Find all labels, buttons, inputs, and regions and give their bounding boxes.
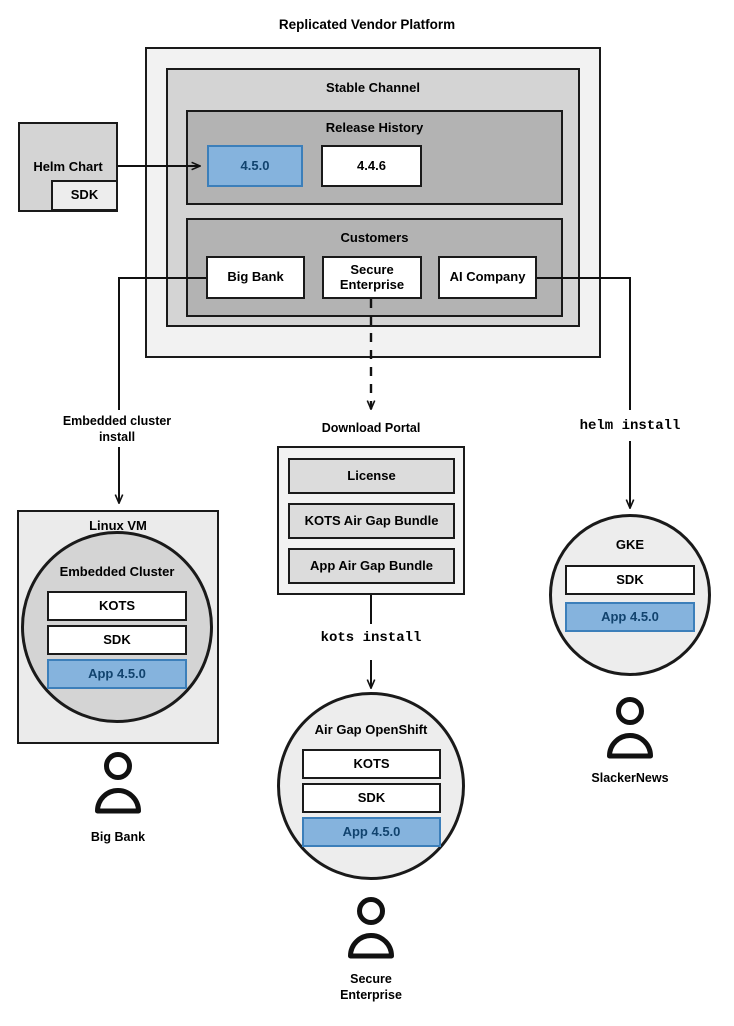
embedded-cluster-title: Embedded Cluster	[59, 564, 175, 579]
linux-vm-title: Linux VM	[89, 518, 147, 533]
gke-component-app[interactable]: App 4.5.0	[565, 602, 695, 632]
customer-box-secure-enterprise[interactable]: Secure Enterprise	[322, 256, 422, 299]
embedded-cluster-component-sdk[interactable]: SDK	[47, 625, 187, 655]
download-portal-item-license[interactable]: License	[288, 458, 455, 494]
actor-label-line2: Enterprise	[340, 987, 402, 1002]
helm-chart-sdk-box[interactable]: SDK	[51, 180, 118, 211]
customer-label-line1: Secure	[350, 261, 394, 277]
flow-label-line1: Embedded cluster	[62, 414, 172, 428]
release-box-4-4-6[interactable]: 4.4.6	[321, 145, 422, 187]
customer-box-ai-company[interactable]: AI Company	[438, 256, 537, 299]
gke-component-sdk[interactable]: SDK	[565, 565, 695, 595]
release-box-4-5-0[interactable]: 4.5.0	[207, 145, 303, 187]
airgap-openshift-title: Air Gap OpenShift	[314, 722, 428, 737]
airgap-component-app[interactable]: App 4.5.0	[302, 817, 441, 847]
flow-label-embedded-cluster-install: Embedded cluster install	[27, 414, 207, 445]
release-history-title: Release History	[325, 120, 424, 135]
airgap-component-sdk[interactable]: SDK	[302, 783, 441, 813]
download-portal-item-app-air-gap-bundle[interactable]: App Air Gap Bundle	[288, 548, 455, 584]
flow-label-line2: install	[98, 429, 136, 444]
person-icon	[92, 752, 144, 814]
embedded-cluster-component-kots[interactable]: KOTS	[47, 591, 187, 621]
actor-label-slackernews: SlackerNews	[591, 771, 669, 785]
actor-label-line1: Secure	[350, 972, 392, 986]
customers-title: Customers	[340, 230, 409, 245]
flow-label-kots-install: kots install	[320, 630, 422, 646]
page-title: Replicated Vendor Platform	[278, 17, 456, 32]
embedded-cluster-component-app[interactable]: App 4.5.0	[47, 659, 187, 689]
flow-label-helm-install: helm install	[579, 418, 681, 434]
person-icon	[604, 697, 656, 759]
airgap-component-kots[interactable]: KOTS	[302, 749, 441, 779]
gke-title: GKE	[615, 537, 645, 552]
stable-channel-title: Stable Channel	[326, 80, 420, 95]
actor-label-secure-enterprise: Secure Enterprise	[281, 972, 461, 1003]
customer-label-line2: Enterprise	[339, 276, 405, 292]
gke-circle	[549, 514, 711, 676]
person-icon	[345, 897, 397, 959]
customer-box-big-bank[interactable]: Big Bank	[206, 256, 305, 299]
download-portal-item-kots-air-gap-bundle[interactable]: KOTS Air Gap Bundle	[288, 503, 455, 539]
actor-label-big-bank: Big Bank	[90, 830, 146, 844]
flow-label-download-portal: Download Portal	[321, 421, 421, 435]
